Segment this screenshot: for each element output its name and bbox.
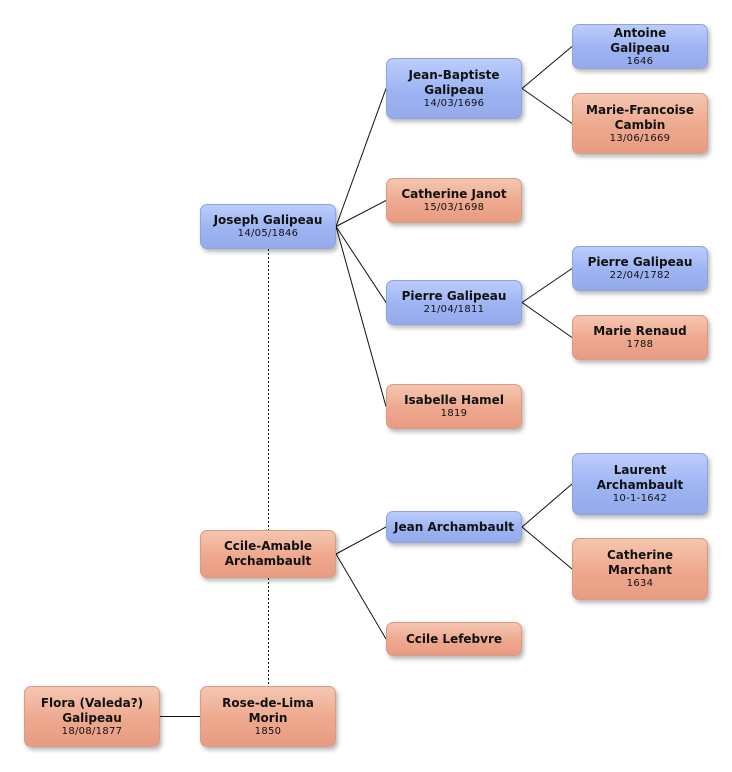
parent-connector — [335, 526, 387, 555]
person-name: Pierre Galipeau — [587, 255, 693, 269]
person-box-ccile-amable[interactable]: Ccile-Amable Archambault — [200, 530, 336, 578]
person-date: 10-1-1642 — [612, 493, 668, 504]
parent-connector — [521, 46, 573, 89]
person-box-ccile-lefebvre[interactable]: Ccile Lefebvre — [386, 622, 522, 656]
parent-connector — [521, 268, 573, 303]
person-date: 14/03/1696 — [423, 97, 485, 109]
person-date: 1788 — [626, 339, 654, 350]
person-name: Ccile-Amable Archambault — [224, 539, 312, 568]
parent-connector — [521, 88, 573, 124]
person-name: Marie Renaud — [593, 324, 687, 338]
parent-connector — [335, 226, 387, 303]
person-date: 18/08/1877 — [61, 725, 123, 737]
person-name: Marie-Francoise Cambin — [586, 102, 694, 132]
person-date: 22/04/1782 — [609, 270, 671, 281]
person-name: Flora (Valeda?) Galipeau — [40, 695, 144, 725]
parent-connector — [521, 526, 573, 570]
parent-connector — [335, 553, 387, 640]
person-date: 1634 — [626, 578, 654, 589]
person-date: 21/04/1811 — [423, 304, 485, 315]
person-date: 15/03/1698 — [423, 202, 485, 213]
person-date: 1819 — [440, 408, 468, 419]
person-name: Isabelle Hamel — [404, 393, 504, 407]
person-name: Rose-de-Lima Morin — [222, 695, 314, 725]
person-date: 1850 — [254, 725, 282, 737]
parent-connector — [521, 483, 573, 528]
person-name: Ccile Lefebvre — [405, 631, 503, 646]
person-date: 1646 — [626, 55, 654, 67]
person-name: Laurent Archambault — [596, 463, 684, 492]
person-name: Pierre Galipeau — [401, 289, 507, 303]
parent-connector — [521, 302, 573, 338]
parent-connector — [335, 88, 387, 227]
person-box-jean-archambault[interactable]: Jean Archambault — [386, 511, 522, 543]
person-name: Antoine Galipeau — [610, 25, 670, 55]
person-name: Jean Archambault — [394, 519, 514, 534]
person-name: Catherine Marchant — [606, 548, 674, 577]
person-name: Joseph Galipeau — [213, 213, 323, 227]
person-name: Catherine Janot — [401, 187, 507, 201]
parent-connector — [335, 200, 387, 227]
person-date: 14/05/1846 — [237, 228, 299, 239]
parent-connector — [335, 226, 387, 407]
person-date: 13/06/1669 — [609, 132, 671, 144]
person-name: Jean-Baptiste Galipeau — [408, 67, 500, 97]
